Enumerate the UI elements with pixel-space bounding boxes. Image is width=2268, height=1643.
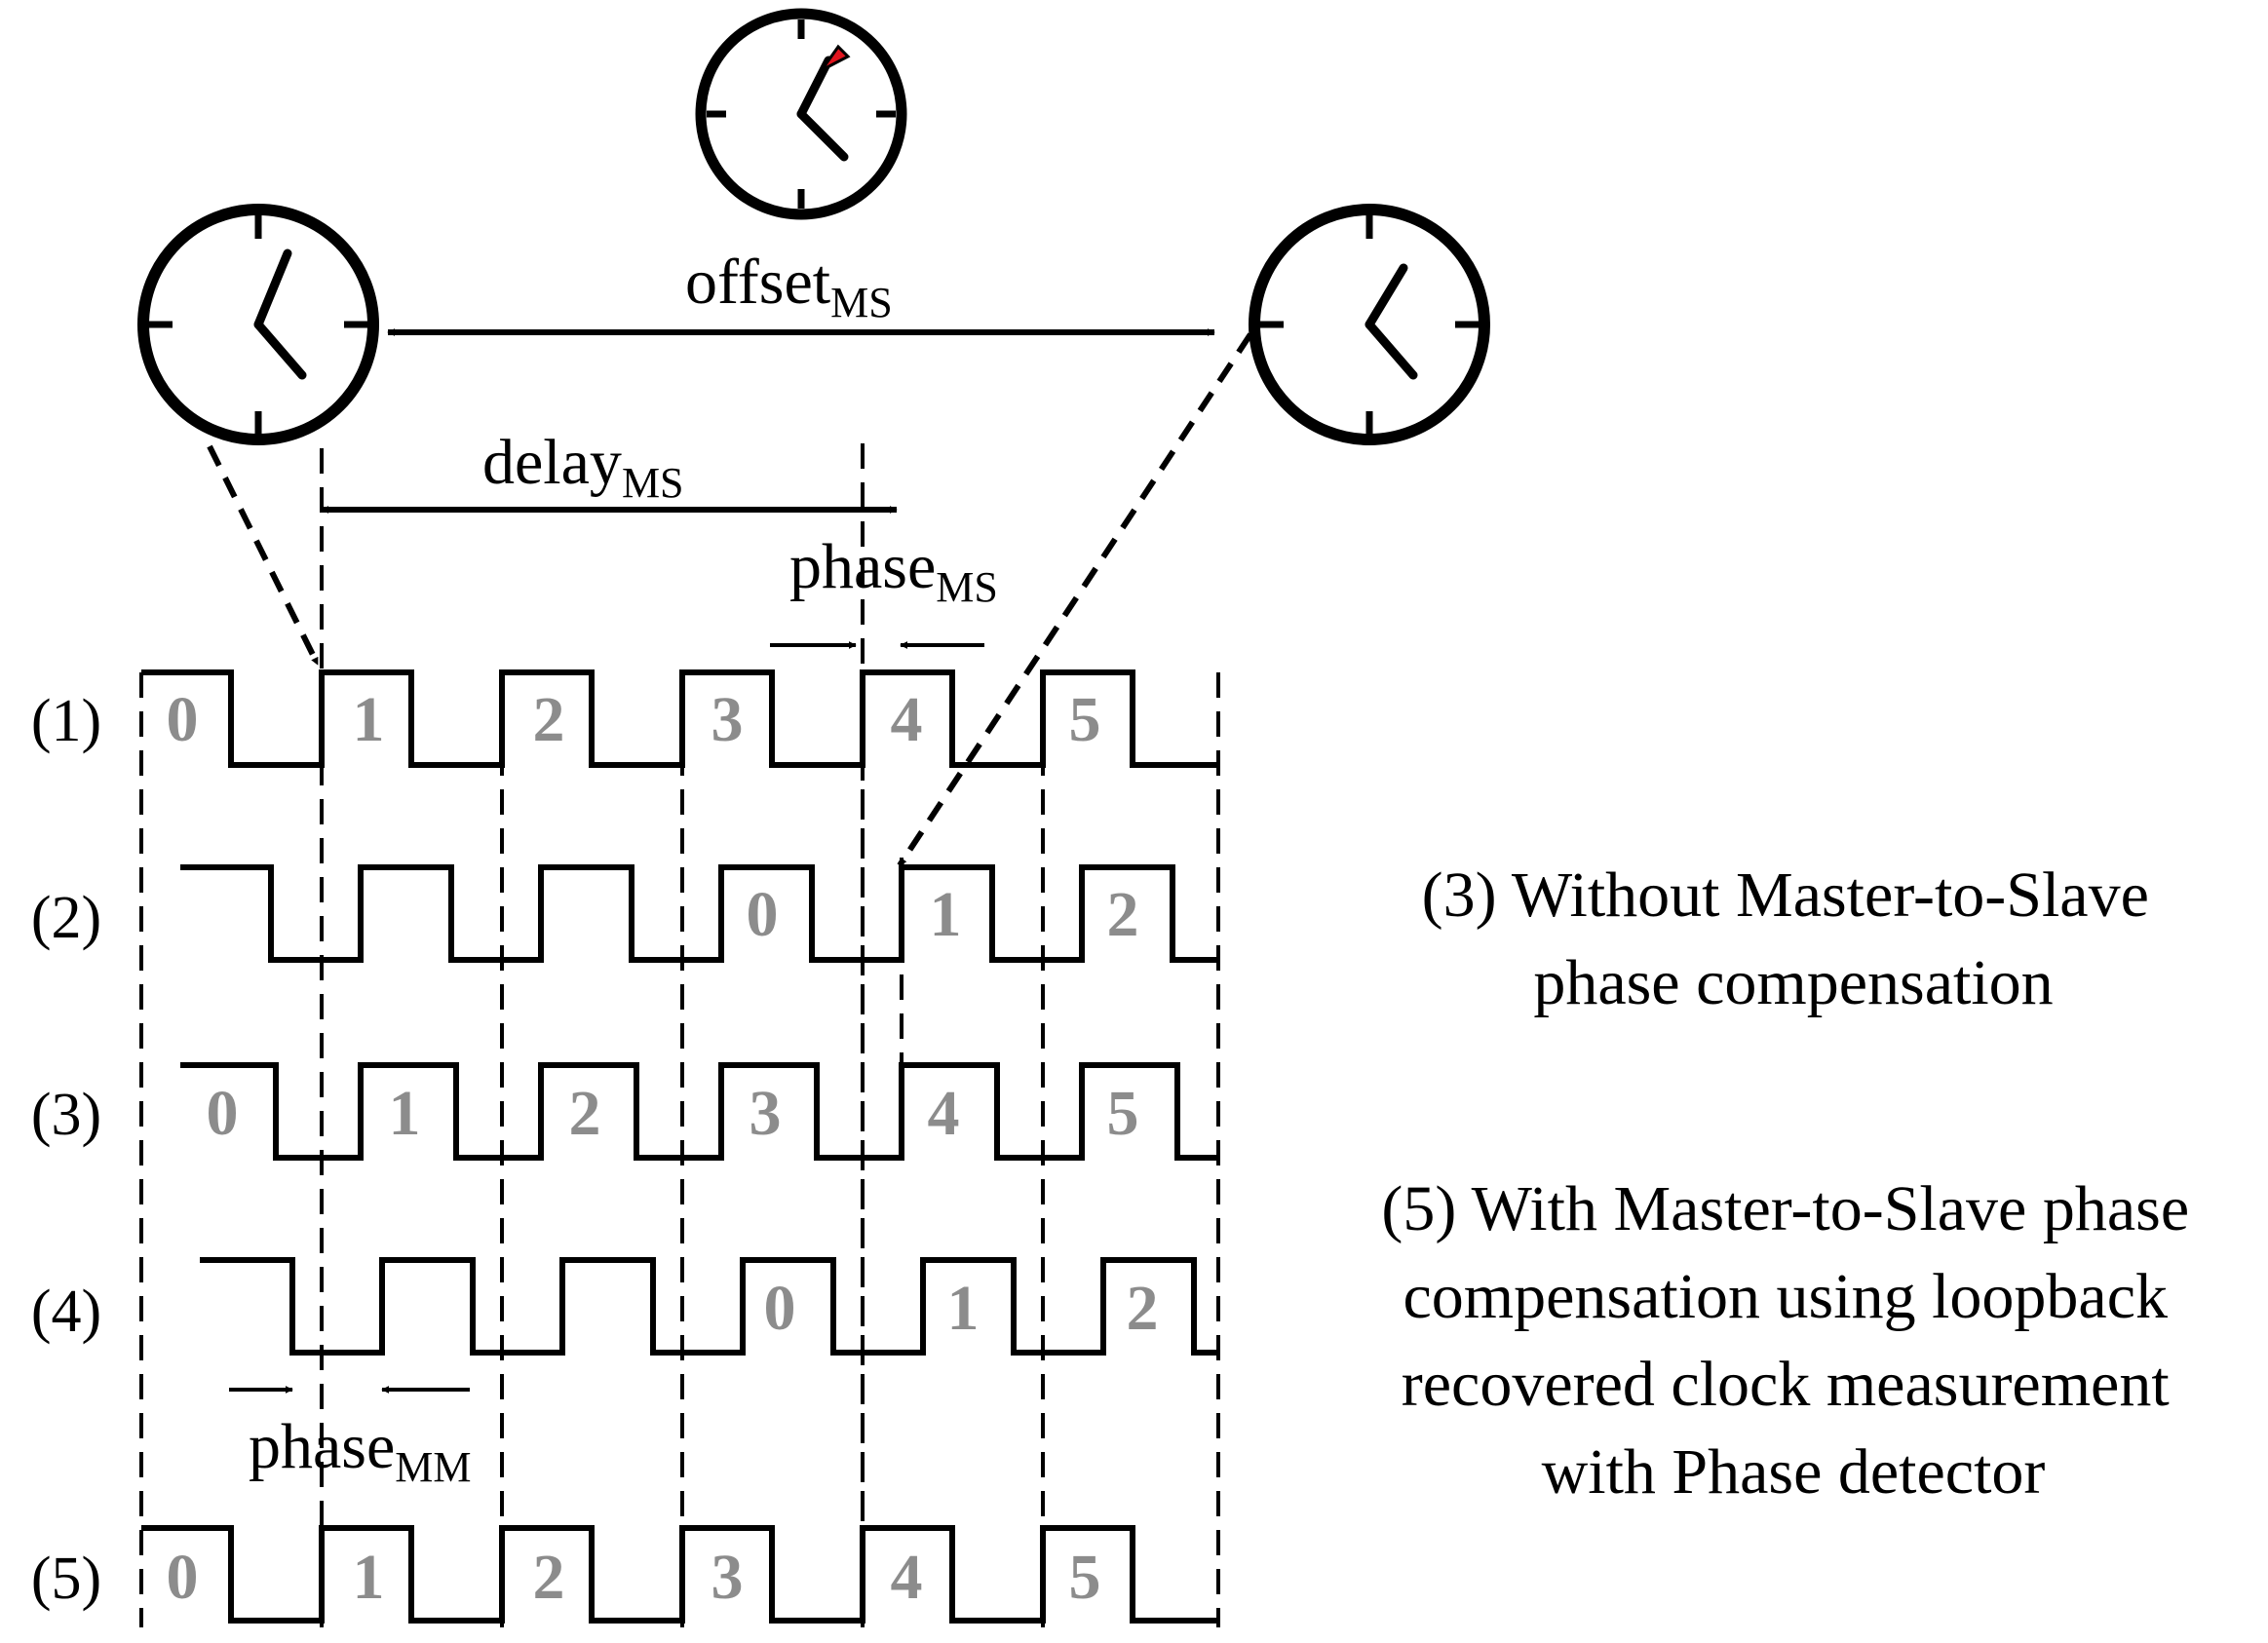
cycle-number: 5 xyxy=(1107,1078,1139,1149)
cycle-number: 2 xyxy=(533,1542,565,1613)
waveform-5 xyxy=(141,1525,1218,1624)
cycle-number: 2 xyxy=(1107,879,1139,950)
slave-sync-arrow xyxy=(897,332,1253,867)
slave-clock-icon xyxy=(1249,204,1490,445)
phase-mm-label: phaseMM xyxy=(249,1411,472,1491)
cycle-number: 5 xyxy=(1069,684,1101,755)
cycle-number: 3 xyxy=(750,1078,782,1149)
cycle-number: 1 xyxy=(389,1078,421,1149)
waveforms: 0 1 2 3 4 5 0 1 2 0 1 2 3 4 5 0 1 2 0 1 2 3 4 5 xyxy=(141,669,1218,1624)
signal-label-1: (1) xyxy=(31,688,101,754)
cycle-number: 0 xyxy=(747,879,779,950)
cycle-number: 0 xyxy=(167,684,199,755)
master-sync-arrow xyxy=(207,444,321,667)
master-clock-icon xyxy=(137,204,379,445)
caption-5: (5) With Master-to-Slave phase compensat… xyxy=(1381,1173,2205,1508)
waveform-3 xyxy=(180,1062,1218,1161)
cycle-number: 0 xyxy=(764,1273,796,1344)
cycle-number: 2 xyxy=(569,1078,601,1149)
delay-label: delayMS xyxy=(482,427,684,507)
cycle-number: 1 xyxy=(353,1542,385,1613)
timing-gridlines xyxy=(139,443,1220,1627)
phase-ms-label: phaseMS xyxy=(789,531,998,611)
caption-3: (3) Without Master-to-Slave phase compen… xyxy=(1422,860,2166,1018)
reference-clock-icon xyxy=(695,8,907,220)
cycle-number: 0 xyxy=(167,1542,199,1613)
signal-label-5: (5) xyxy=(31,1546,101,1612)
cycle-number: 2 xyxy=(1127,1273,1159,1344)
cycle-number: 3 xyxy=(711,1542,744,1613)
cycle-number: 1 xyxy=(930,879,962,950)
waveform-1 xyxy=(141,669,1218,768)
cycle-number: 3 xyxy=(711,684,744,755)
cycle-number: 1 xyxy=(353,684,385,755)
signal-label-2: (2) xyxy=(31,885,101,951)
signal-label-4: (4) xyxy=(31,1279,101,1345)
cycle-number: 0 xyxy=(207,1078,239,1149)
cycle-number: 4 xyxy=(891,684,923,755)
waveform-2 xyxy=(180,864,1218,963)
offset-label: offsetMS xyxy=(685,247,893,326)
cycle-number: 1 xyxy=(947,1273,980,1344)
signal-label-3: (3) xyxy=(31,1082,101,1148)
waveform-4 xyxy=(200,1257,1218,1356)
cycle-number: 2 xyxy=(533,684,565,755)
cycle-number: 5 xyxy=(1069,1542,1101,1613)
cycle-number: 4 xyxy=(928,1078,960,1149)
cycle-number: 4 xyxy=(891,1542,923,1613)
